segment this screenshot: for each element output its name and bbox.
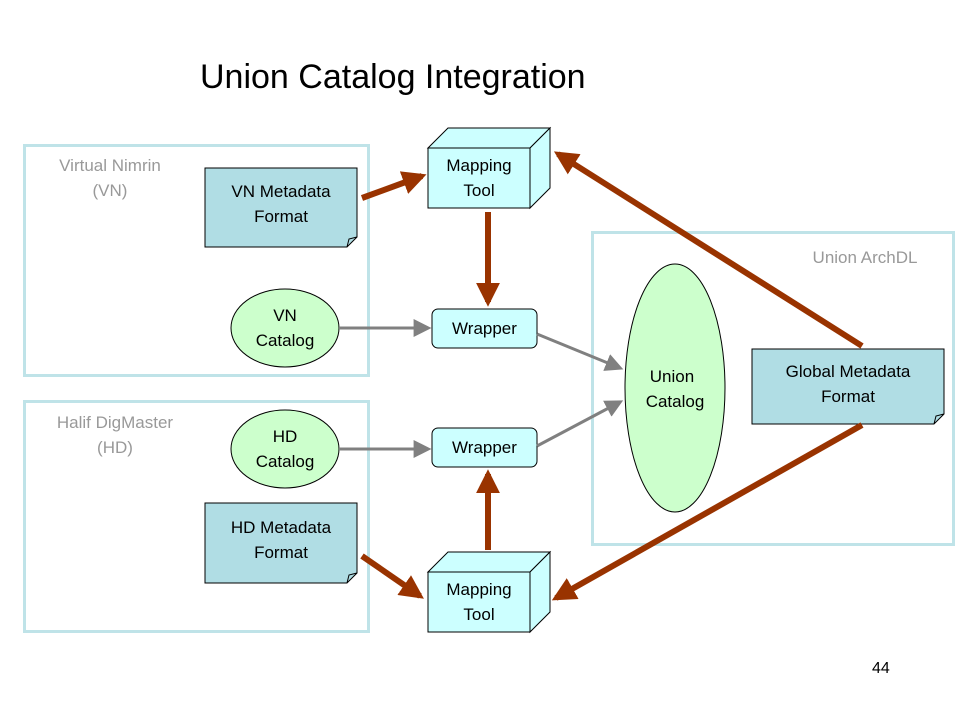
vn-metadata-to-mapping-arrow: [360, 171, 427, 201]
union-catalog-label: Union Catalog: [625, 354, 725, 424]
vn-metadata-line2: Format: [254, 207, 308, 226]
mapping-tool-top-line1: Mapping: [446, 156, 512, 175]
vn-catalog-line2: Catalog: [255, 331, 315, 350]
hd-region-label: Halif DigMaster (HD): [30, 410, 200, 460]
vn-region-label: Virtual Nimrin (VN): [30, 153, 190, 203]
hd-metadata-line2: Format: [254, 543, 308, 562]
mapping-tool-top-label: Mapping Tool: [428, 148, 530, 208]
hd-metadata-line1: HD Metadata: [230, 518, 332, 537]
vn-region: [23, 144, 370, 377]
global-metadata-line2: Format: [821, 387, 875, 406]
wrapper-top-to-union-arrow: [536, 332, 624, 371]
union-catalog-line1: Union: [649, 367, 695, 386]
hd-metadata-document: [204, 502, 358, 584]
mapping-tool-bottom-line2: Tool: [463, 605, 495, 624]
global-to-mapping-bottom-arrow: [551, 422, 864, 601]
vn-region-label-line2: (VN): [92, 181, 128, 200]
page-title: Union Catalog Integration: [200, 58, 586, 96]
vn-metadata-document: [204, 167, 358, 248]
global-metadata-label: Global Metadata Format: [752, 349, 944, 419]
hd-catalog-line1: HD: [272, 427, 298, 446]
mapping-tool-top-cube: [426, 126, 552, 210]
vn-catalog-line1: VN: [273, 306, 297, 325]
wrapper-bottom-box: [431, 427, 538, 468]
global-metadata-document: [751, 348, 945, 425]
global-to-mapping-top-arrow: [553, 151, 864, 349]
mapping-tool-bottom-cube: [426, 550, 552, 634]
hd-catalog-line2: Catalog: [255, 452, 315, 471]
hd-metadata-to-mapping-arrow: [360, 553, 424, 599]
hd-metadata-label: HD Metadata Format: [205, 503, 357, 577]
mapping-tool-bottom-line1: Mapping: [446, 580, 512, 599]
hd-region: [23, 400, 370, 633]
union-archdl-region: [591, 231, 955, 546]
mapping-tool-bottom-label: Mapping Tool: [428, 572, 530, 632]
vn-region-label-line1: Virtual Nimrin: [59, 156, 161, 175]
wrapper-bottom-to-union-arrow: [536, 400, 624, 448]
wrapper-top-box: [431, 308, 538, 349]
global-metadata-line1: Global Metadata: [785, 362, 911, 381]
vn-metadata-line1: VN Metadata: [231, 182, 331, 201]
union-catalog-line2: Catalog: [645, 392, 705, 411]
hd-region-label-line2: (HD): [97, 438, 133, 457]
page-number: 44: [872, 660, 890, 677]
hd-region-label-line1: Halif DigMaster: [56, 413, 174, 432]
wrapper-top-label: Wrapper: [452, 319, 517, 338]
mapping-tool-top-line2: Tool: [463, 181, 495, 200]
union-archdl-region-label: Union ArchDL: [812, 248, 918, 267]
union-catalog-oval: [624, 263, 726, 513]
vn-catalog-label: VN Catalog: [231, 289, 339, 367]
hd-catalog-label: HD Catalog: [231, 410, 339, 488]
wrapper-bottom-label: Wrapper: [452, 438, 517, 457]
vn-metadata-label: VN Metadata Format: [205, 168, 357, 240]
